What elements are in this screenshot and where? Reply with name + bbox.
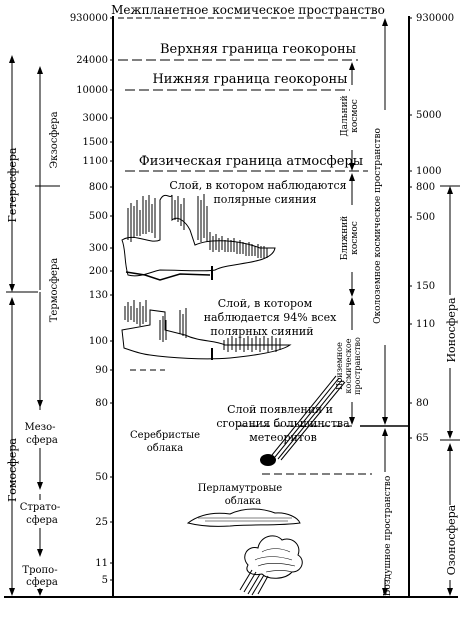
right-tick-labels: 930000 5000 1000 800 500 150 110 80 65 — [416, 13, 454, 444]
aurora-lower-hatching — [124, 300, 281, 360]
left-tick: 10000 — [76, 85, 108, 96]
right-tick: 500 — [416, 212, 435, 223]
left-tick: 130 — [89, 290, 108, 301]
left-tick: 50 — [95, 472, 108, 483]
left-tick: 1100 — [83, 156, 108, 167]
left-tick: 25 — [95, 517, 108, 528]
meteor-trail — [271, 375, 346, 461]
mesosphere-label-2: сфера — [26, 435, 58, 446]
top-title: Межпланетное космическое пространство — [111, 3, 385, 17]
left-tick-labels: 930000 24000 10000 3000 1500 1100 800 50… — [70, 13, 108, 586]
lower-geocorona-label: Нижняя граница геокороны — [152, 72, 347, 87]
aurora-upper-hatching — [127, 194, 268, 280]
air-space-label: Воздушное пространство — [383, 476, 393, 597]
meteor-body — [260, 454, 276, 466]
left-tick: 800 — [89, 182, 108, 193]
stratosphere-label-2: сфера — [26, 515, 58, 526]
near-space-label-1: Ближний — [340, 216, 350, 261]
near-earth-label-3: пространство — [353, 337, 362, 395]
left-tick: 90 — [95, 365, 108, 376]
physical-boundary-label: Физическая граница атмосферы — [139, 154, 363, 169]
right-tick: 65 — [416, 433, 429, 444]
left-tick: 200 — [89, 266, 108, 277]
aurora-94-label-2: наблюдается 94% всех — [204, 311, 337, 324]
right-tick: 800 — [416, 182, 435, 193]
cumulus-cloud — [239, 535, 303, 596]
right-tick: 5000 — [416, 110, 441, 121]
noctilucent-label-1: Серебристые — [130, 430, 200, 441]
left-tick: 100 — [89, 336, 108, 347]
near-space-label-2: космос — [350, 221, 360, 255]
aurora-layer-label-2: полярные сияния — [213, 193, 316, 206]
right-tick: 110 — [416, 319, 435, 330]
aurora-layer-label-1: Слой, в котором наблюдаются — [169, 179, 346, 192]
right-tick: 930000 — [416, 13, 454, 24]
circumterrestrial-label: Околоземное космическое пространство — [373, 128, 383, 324]
left-tick-marks — [110, 17, 113, 581]
right-tick: 80 — [416, 398, 429, 409]
aurora-94-label-3: полярных сияний — [210, 325, 313, 338]
exosphere-label: Экзосфера — [49, 111, 60, 168]
upper-geocorona-label: Верхняя граница геокороны — [160, 42, 356, 57]
troposphere-label-2: сфера — [26, 577, 58, 588]
noctilucent-label-2: облака — [147, 443, 184, 454]
meteor-label-3: метеоритов — [249, 431, 317, 444]
thermosphere-label: Термосфера — [49, 258, 60, 323]
left-tick: 500 — [89, 211, 108, 222]
stratosphere-label-1: Страто- — [20, 502, 60, 513]
far-space-label-1: Дальний — [340, 95, 350, 136]
left-tick: 5 — [102, 575, 108, 586]
left-tick: 930000 — [70, 13, 108, 24]
aurora-upper-illustration — [121, 194, 276, 281]
left-tick: 11 — [95, 558, 108, 569]
left-tick: 80 — [95, 398, 108, 409]
left-tick: 300 — [89, 243, 108, 254]
mesosphere-label-1: Мезо- — [24, 422, 55, 433]
meteor-label-1: Слой появления и — [227, 403, 333, 416]
near-earth-label-1: Приземное — [335, 342, 344, 390]
right-tick: 150 — [416, 281, 435, 292]
ionosphere-label: Ионосфера — [445, 297, 458, 362]
left-tick: 1500 — [83, 137, 108, 148]
nacreous-label-2: облака — [225, 496, 262, 507]
aurora-94-label-1: Слой, в котором — [218, 297, 313, 310]
nacreous-cloud — [186, 508, 301, 527]
nacreous-label-1: Перламутровые — [198, 483, 283, 494]
troposphere-label-1: Тропо- — [22, 565, 57, 576]
meteor-label-2: сгорания большинства — [216, 417, 350, 430]
right-tick: 1000 — [416, 166, 441, 177]
far-space-label-2: космос — [350, 99, 360, 133]
left-tick: 3000 — [83, 113, 108, 124]
ozonosphere-label: Озоносфера — [445, 504, 458, 575]
left-tick: 24000 — [76, 55, 108, 66]
right-tick-marks — [409, 17, 412, 439]
near-earth-label-2: космическое — [344, 338, 353, 393]
